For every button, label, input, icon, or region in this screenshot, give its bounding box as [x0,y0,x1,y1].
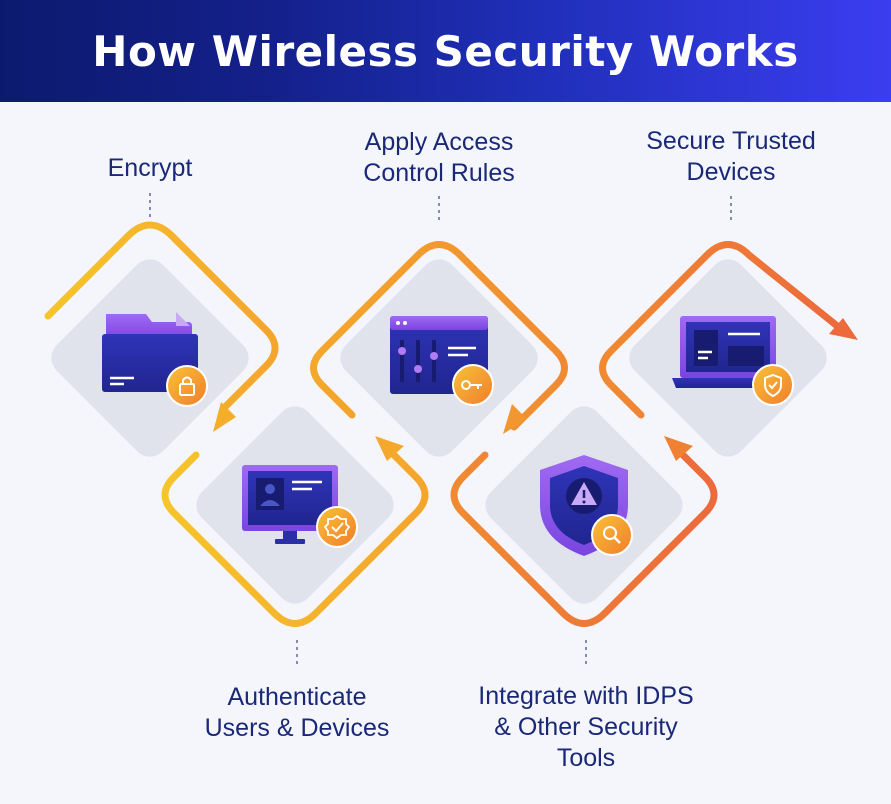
header-banner: How Wireless Security Works [0,0,891,102]
step-label-access-control: Apply Access Control Rules [320,127,558,189]
access-label-line-1: Apply Access [364,128,514,156]
flow-path [44,221,858,627]
monitor-user-badge-icon [242,465,358,548]
flow-arrow-4 [664,436,693,461]
idps-label-line-1: Integrate with IDPS [478,682,694,710]
trusted-label-line-2: Devices [686,158,776,186]
leader-lines [149,193,732,668]
trusted-label-line-1: Secure Trusted [646,127,816,155]
idps-label-line-2: & Other Security [494,713,678,741]
folder-lock-icon [102,312,208,407]
shield-alert-search-icon [540,455,633,556]
flow-arrow-3 [503,404,527,434]
laptop-shield-icon [672,316,794,406]
flow-arrow-5 [829,318,858,340]
flow-segment-2 [161,441,429,627]
flow-arrow-2 [375,436,404,461]
flow-segment-4 [450,441,718,627]
step-tiles [51,259,827,604]
step-label-integrate-idps: Integrate with IDPS & Other Security Too… [440,681,732,774]
flow-segment-3 [310,241,568,431]
page-title: How Wireless Security Works [92,26,799,76]
flow-segment-5 [599,241,840,419]
flow-segment-1 [44,221,279,412]
idps-label-line-3: Tools [556,744,616,772]
auth-label-line-2: Users & Devices [204,714,390,742]
step-label-secure-trusted: Secure Trusted Devices [610,126,852,188]
browser-sliders-key-icon [390,316,494,406]
access-label-line-2: Control Rules [363,159,515,187]
step-label-authenticate: Authenticate Users & Devices [172,682,422,744]
step-label-encrypt: Encrypt [50,153,250,184]
auth-label-line-1: Authenticate [227,683,367,711]
flow-arrow-1 [213,402,236,432]
encrypt-label-text: Encrypt [107,154,193,182]
